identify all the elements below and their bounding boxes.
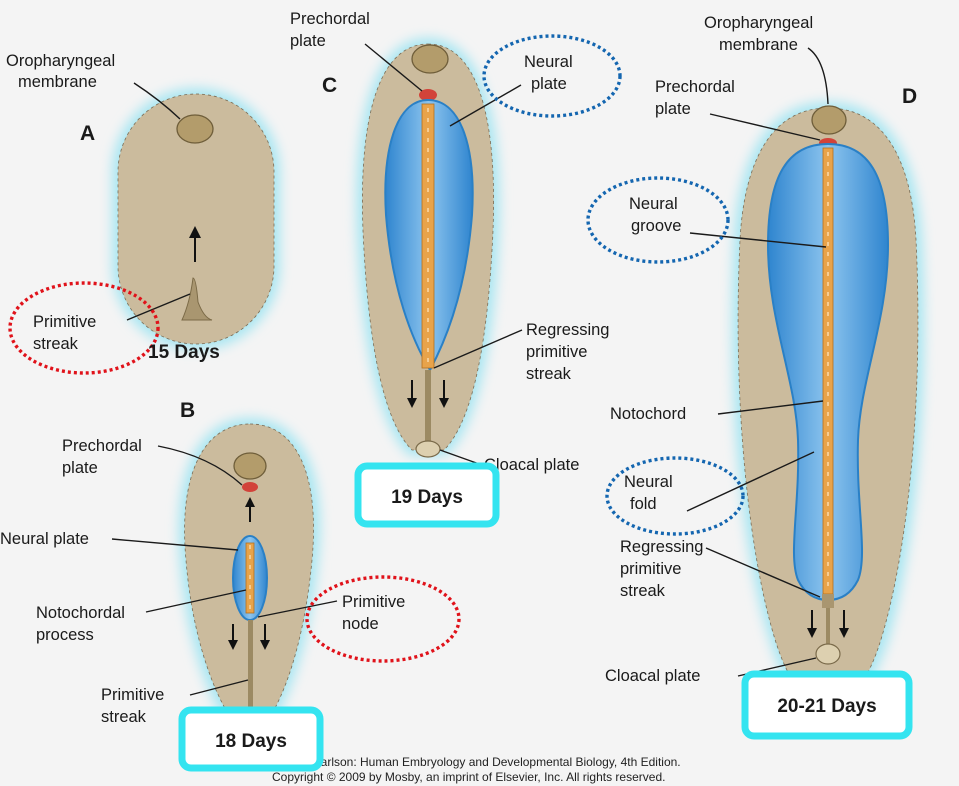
prechordal-plate-b — [242, 482, 258, 492]
label-notochordal-b-1: Notochordal — [36, 604, 125, 622]
red-highlight-primitive-node — [307, 577, 459, 661]
label-prechordal-c-2: plate — [290, 32, 326, 50]
panel-letter-d: D — [902, 85, 917, 108]
primitive-streak-d — [822, 594, 834, 608]
days-label-c: 19 Days — [391, 487, 463, 508]
label-prechordal-b-2: plate — [62, 459, 98, 477]
label-regressing-c-1: Regressing — [526, 321, 609, 339]
credit-line-1: Carlson: Human Embryology and Developmen… — [312, 755, 681, 769]
label-notochord-d: Notochord — [610, 405, 686, 423]
panel-letter-b: B — [180, 399, 195, 422]
label-oropharyngeal-d-1: Oropharyngeal — [704, 14, 813, 32]
label-oropharyngeal-a-2: membrane — [18, 73, 97, 91]
blue-highlight-neural-fold — [607, 458, 743, 534]
panel-c: C Prechordal plate Neural plate Regressi… — [290, 10, 620, 474]
days-box-b: 18 Days — [182, 710, 320, 768]
cloacal-plate-d — [816, 644, 840, 664]
label-oropharyngeal-d-2: membrane — [719, 36, 798, 54]
days-box-c: 19 Days — [358, 466, 496, 524]
oropharyngeal-membrane-a — [177, 115, 213, 143]
label-cloacal-d: Cloacal plate — [605, 667, 700, 685]
days-label-d: 20-21 Days — [777, 696, 876, 717]
label-regressing-c-3: streak — [526, 365, 572, 383]
label-neural-fold-d-2: fold — [630, 495, 657, 513]
label-regressing-d-1: Regressing — [620, 538, 703, 556]
label-regressing-c-2: primitive — [526, 343, 587, 361]
primitive-streak-c — [425, 370, 431, 442]
primitive-streak-b — [248, 620, 253, 715]
label-prechordal-d-1: Prechordal — [655, 78, 735, 96]
label-neural-groove-d-2: groove — [631, 217, 681, 235]
cloacal-plate-c — [416, 441, 440, 457]
label-neural-plate-c-2: plate — [531, 75, 567, 93]
label-primitive-streak-b-1: Primitive — [101, 686, 164, 704]
days-label-a: 15 Days — [148, 342, 220, 363]
label-regressing-d-2: primitive — [620, 560, 681, 578]
oropharyngeal-membrane-c — [412, 45, 448, 73]
days-box-d: 20-21 Days — [745, 674, 909, 736]
label-primitive-node-b-1: Primitive — [342, 593, 405, 611]
label-neural-fold-d-1: Neural — [624, 473, 673, 491]
oropharyngeal-membrane-d — [812, 106, 846, 134]
label-neural-groove-d-1: Neural — [629, 195, 678, 213]
label-oropharyngeal-a-1: Oropharyngeal — [6, 52, 115, 70]
label-prechordal-d-2: plate — [655, 100, 691, 118]
label-prechordal-c-1: Prechordal — [290, 10, 370, 28]
label-prechordal-b-1: Prechordal — [62, 437, 142, 455]
label-primitive-node-b-2: node — [342, 615, 379, 633]
label-primitive-streak-b-2: streak — [101, 708, 147, 726]
label-neural-plate-c-1: Neural — [524, 53, 573, 71]
panel-a: A Oropharyngeal membrane Primitive strea… — [6, 52, 280, 373]
panel-letter-a: A — [80, 122, 95, 145]
panel-b: B Prechordal plate Neural plate Notochor… — [0, 399, 459, 730]
label-notochordal-b-2: process — [36, 626, 94, 644]
label-primitive-streak-a-1: Primitive — [33, 313, 96, 331]
label-primitive-streak-a-2: streak — [33, 335, 79, 353]
label-neural-plate-b: Neural plate — [0, 530, 89, 548]
days-label-b: 18 Days — [215, 731, 287, 752]
panel-d: D Oropharyngeal membrane Prechordal plat… — [588, 14, 924, 712]
credit-line-2: Copyright © 2009 by Mosby, an imprint of… — [272, 770, 665, 784]
label-regressing-d-3: streak — [620, 582, 666, 600]
oropharyngeal-membrane-b — [234, 453, 266, 479]
panel-letter-c: C — [322, 74, 337, 97]
